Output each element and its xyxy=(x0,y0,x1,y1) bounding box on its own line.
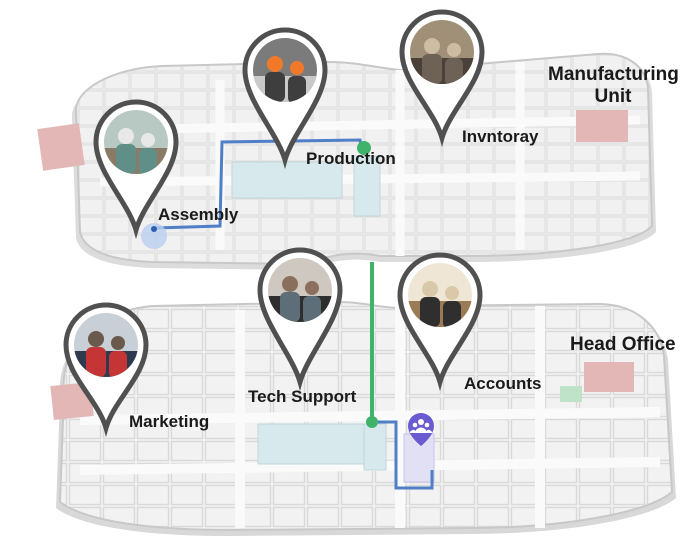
lower-route xyxy=(372,420,434,490)
team-meeting-photo xyxy=(74,313,138,377)
location-pin-4[interactable] xyxy=(257,247,343,392)
lower-restroom-right xyxy=(584,362,634,392)
people-icon xyxy=(410,419,432,433)
location-pin-1[interactable] xyxy=(93,99,179,240)
location-pin-2[interactable] xyxy=(242,27,328,170)
assembly-position-dot xyxy=(151,226,157,232)
lower-floor xyxy=(50,300,676,536)
warehouse-shelves-photo xyxy=(410,20,474,84)
upper-elevator-block xyxy=(353,155,381,217)
upper-elevator-marker xyxy=(357,141,371,155)
upper-floor xyxy=(37,52,657,270)
lower-stair-marker xyxy=(560,386,582,402)
location-pin-5[interactable] xyxy=(397,252,483,392)
assembly-position-halo xyxy=(141,223,167,249)
lower-restroom-left xyxy=(50,382,94,420)
location-label-production[interactable]: Production xyxy=(306,149,396,168)
upper-restroom-left xyxy=(37,123,85,171)
lower-central-hall xyxy=(257,423,369,465)
location-pin-3[interactable] xyxy=(399,9,485,148)
upper-restroom-right xyxy=(576,110,628,142)
upper-central-hall xyxy=(231,161,343,199)
support-agent-headset-photo xyxy=(268,258,332,322)
zone-label-head-office: Head Office xyxy=(570,334,676,355)
location-label-accounts[interactable]: Accounts xyxy=(464,374,542,393)
lower-elevator-marker xyxy=(366,416,378,428)
lower-elevator-block xyxy=(363,423,387,471)
location-label-inventory[interactable]: Invntoray xyxy=(462,127,539,146)
destination-pin xyxy=(408,413,434,446)
location-pins xyxy=(63,9,485,438)
location-pin-6[interactable] xyxy=(63,302,149,438)
industrial-machinery-photo xyxy=(253,38,317,102)
location-label-tech-support[interactable]: Tech Support xyxy=(248,387,357,406)
location-label-assembly[interactable]: Assembly xyxy=(158,205,239,224)
location-label-marketing[interactable]: Marketing xyxy=(129,412,210,431)
